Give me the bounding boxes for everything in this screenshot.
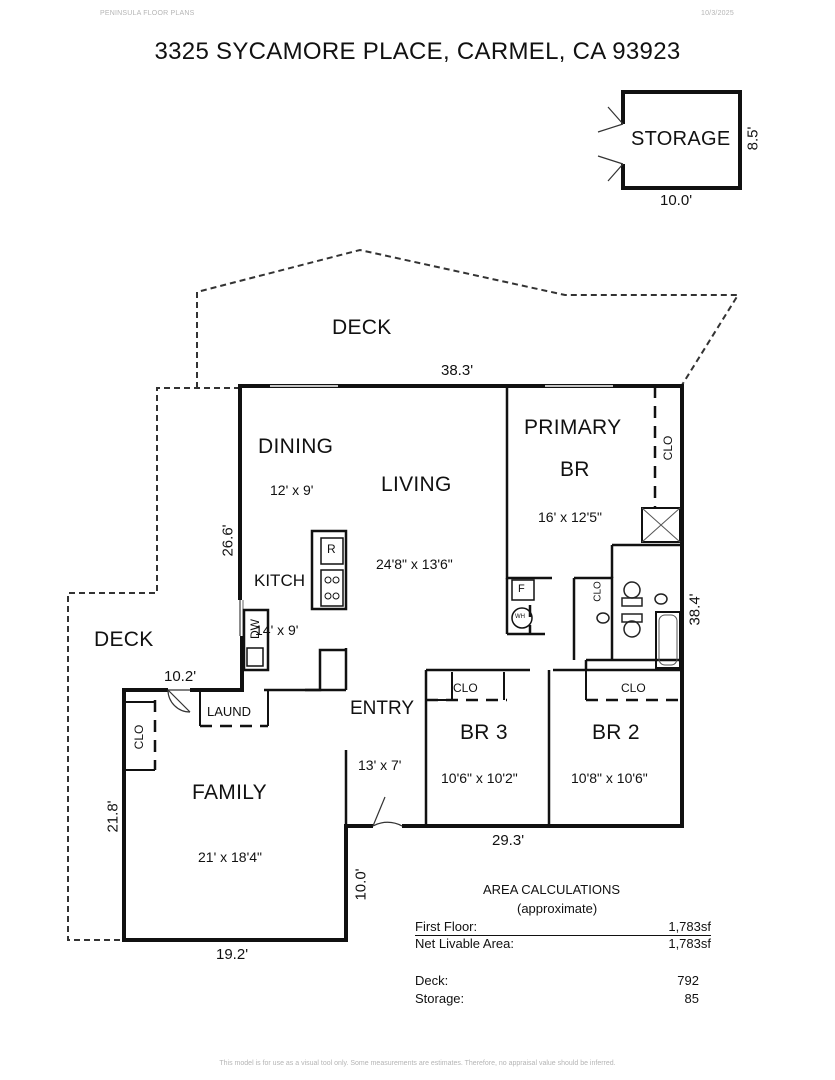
furnace-label: F bbox=[518, 583, 525, 595]
area-row-deck: Deck: 792 bbox=[415, 973, 699, 989]
br3-closet-label: CLO bbox=[453, 681, 478, 695]
primary-label-line2: BR bbox=[560, 458, 590, 481]
date-label: 10/3/2025 bbox=[701, 10, 734, 17]
living-size: 24'8" x 13'6" bbox=[376, 556, 453, 572]
area-value: 85 bbox=[684, 991, 699, 1006]
br3-size: 10'6" x 10'2" bbox=[441, 770, 518, 786]
br3-label: BR 3 bbox=[460, 721, 508, 744]
family-size: 21' x 18'4" bbox=[198, 849, 263, 865]
deck-top-label: DECK bbox=[332, 316, 392, 339]
dim-top: 38.3' bbox=[441, 362, 474, 379]
kitchen-size: 14' x 9' bbox=[255, 622, 299, 638]
storage-width-dim: 10.0' bbox=[660, 192, 693, 209]
area-subtitle: (approximate) bbox=[517, 901, 598, 916]
kitchen-label: KITCH bbox=[254, 571, 305, 590]
dim-family-side: 21.8' bbox=[104, 800, 122, 833]
water-heater-label: WH bbox=[515, 614, 525, 620]
dim-left-main: 26.6' bbox=[219, 524, 237, 557]
closet-boxes bbox=[126, 670, 587, 771]
entry-label: ENTRY bbox=[350, 698, 415, 719]
br2-closet-label: CLO bbox=[621, 681, 646, 695]
br2-label: BR 2 bbox=[592, 721, 640, 744]
bathtub-fixture bbox=[655, 611, 681, 669]
dim-laund-wall: 10.2' bbox=[164, 668, 197, 685]
disclaimer-footer: This model is for use as a visual tool o… bbox=[219, 1060, 616, 1067]
area-label: Storage: bbox=[415, 991, 465, 1006]
dining-label: DINING bbox=[258, 435, 334, 458]
range-fixture bbox=[320, 537, 344, 607]
closet-door-lines bbox=[153, 386, 682, 770]
area-label: Deck: bbox=[415, 973, 449, 988]
primary-size: 16' x 12'5" bbox=[538, 509, 603, 525]
dim-family-bottom: 19.2' bbox=[216, 946, 249, 963]
deck-left-label: DECK bbox=[94, 628, 154, 651]
entry-size: 13' x 7' bbox=[358, 757, 402, 773]
interior-walls bbox=[242, 386, 682, 826]
fridge-label: R bbox=[327, 542, 336, 556]
area-row-storage: Storage: 85 bbox=[415, 991, 699, 1007]
laundry-label: LAUND bbox=[207, 704, 252, 719]
dishwasher-label: DW bbox=[248, 619, 262, 639]
dining-size: 12' x 9' bbox=[270, 482, 314, 498]
shower-fixture bbox=[641, 507, 681, 543]
storage-building bbox=[597, 90, 742, 190]
area-title: AREA CALCULATIONS bbox=[483, 882, 621, 897]
dim-bottom-right: 29.3' bbox=[492, 832, 525, 849]
primary-closet-label: CLO bbox=[661, 435, 675, 461]
living-label: LIVING bbox=[381, 473, 452, 496]
area-value: 1,783sf bbox=[668, 919, 711, 934]
family-closet-label: CLO bbox=[132, 724, 146, 750]
door-swings bbox=[167, 689, 403, 827]
dim-entry-side: 10.0' bbox=[352, 868, 370, 901]
family-label: FAMILY bbox=[192, 781, 267, 804]
storage-depth-dim: 8.5' bbox=[744, 126, 762, 151]
br2-size: 10'8" x 10'6" bbox=[571, 770, 648, 786]
kitchen-sink-fixture bbox=[246, 647, 264, 667]
area-row-first-floor: First Floor: 1,783sf bbox=[415, 919, 711, 936]
storage-label: STORAGE bbox=[631, 128, 731, 150]
deck-outline bbox=[67, 248, 740, 941]
hall-closet-label: CLO bbox=[592, 581, 604, 602]
bath-fixtures bbox=[596, 581, 668, 638]
utility-fixtures bbox=[511, 579, 535, 629]
area-row-net-livable: Net Livable Area: 1,783sf bbox=[415, 936, 711, 952]
area-label: Net Livable Area: bbox=[415, 936, 515, 951]
dim-right-main: 38.4' bbox=[686, 593, 704, 626]
address-title: 3325 SYCAMORE PLACE, CARMEL, CA 93923 bbox=[154, 38, 681, 65]
exterior-walls bbox=[122, 384, 684, 942]
primary-label-line1: PRIMARY bbox=[524, 416, 622, 439]
area-label: First Floor: bbox=[415, 919, 478, 934]
area-value: 792 bbox=[677, 973, 699, 988]
area-value: 1,783sf bbox=[668, 936, 711, 951]
brand-label: PENINSULA FLOOR PLANS bbox=[100, 10, 195, 17]
